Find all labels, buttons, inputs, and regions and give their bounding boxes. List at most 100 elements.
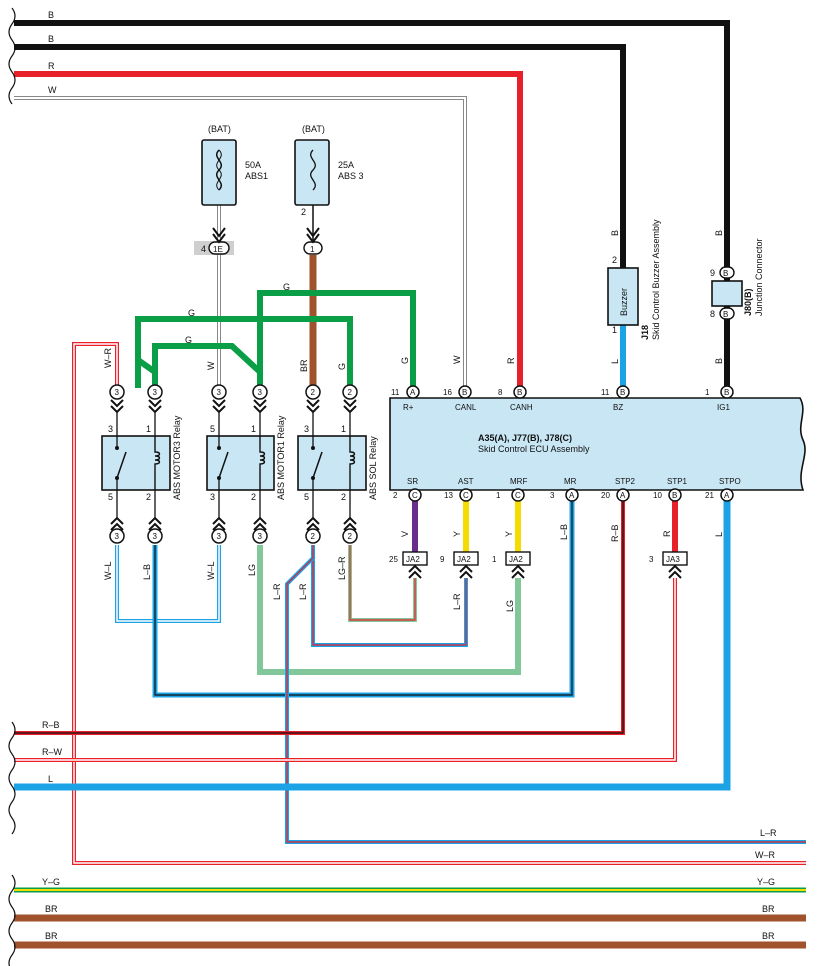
ecu-bottom-num-0: 2 — [393, 491, 398, 500]
relay-bottom-pin-1 — [147, 528, 163, 544]
ecu-top-conn-1: B — [462, 388, 467, 397]
junction-1e-pin: 4 — [201, 244, 206, 254]
fuse-abs1: (BAT) 50A ABS1 — [201, 124, 268, 206]
top-wire-b2: B — [48, 34, 54, 44]
ecu-bottom-label-1: AST — [458, 477, 474, 486]
label-l: L — [714, 532, 724, 537]
label-w-l2: W–L — [206, 561, 216, 580]
ecu-top-conn-3: B — [620, 388, 625, 397]
ja-chevron-1 — [459, 564, 473, 579]
ecu-bottom-label-3: MR — [564, 477, 577, 486]
relay-top-chevron-4 — [306, 399, 320, 414]
relay-bottom-chevron-1 — [148, 516, 162, 531]
relay-0-tp0: 3 — [108, 424, 113, 434]
relay-top-pin-4-label: 2 — [311, 388, 316, 397]
ecu-bottom-label-5: STP1 — [667, 477, 688, 486]
label-right-yg: Y–G — [757, 877, 775, 887]
relay-bottom-pin-2-label: 3 — [217, 532, 222, 541]
relay-bottom-pin-0 — [109, 528, 125, 544]
relay-1-bp1: 2 — [251, 492, 256, 502]
ecu-top-label-0: R+ — [403, 403, 414, 412]
buzzer-pin-top: 2 — [612, 255, 617, 265]
label-l-bz: L — [610, 359, 620, 364]
ecu-bottom-pin-3 — [565, 488, 579, 502]
relay-bottom-pin-4-label: 2 — [311, 532, 316, 541]
ecu-top-pin-0 — [406, 385, 420, 399]
ecu-bottom-conn-6: A — [724, 491, 730, 500]
junction-1: 1 — [303, 227, 323, 255]
relay-top-pin-4 — [305, 384, 321, 400]
relay-2-tp1: 1 — [341, 424, 346, 434]
wire-g-sol — [135, 316, 353, 388]
relay-2-bp1: 2 — [341, 492, 346, 502]
ecu-top-pin-2 — [513, 385, 527, 399]
relay-bottom-pin-0-label: 3 — [115, 532, 120, 541]
relay-2-name: ABS SOL Relay — [368, 436, 378, 500]
relay-bottom-chevron-3 — [253, 516, 267, 531]
label-left-br1: BR — [45, 904, 58, 914]
ja-connector-0-id: JA2 — [406, 555, 420, 564]
relay-top-chevron-3 — [253, 399, 267, 414]
label-v: V — [400, 531, 410, 537]
relay-top-chevron-0 — [110, 399, 124, 414]
relay-top-pin-1 — [147, 384, 163, 400]
ecu-top-conn-2: B — [517, 388, 522, 397]
label-right-br1: BR — [762, 904, 775, 914]
fuse-abs3-rating: 25A — [338, 160, 354, 170]
wire-g-motor — [152, 343, 263, 388]
relay-bottom-pin-3-label: 3 — [258, 532, 263, 541]
jc-id: J80(B) — [743, 288, 753, 316]
label-left-rb: R–B — [42, 720, 60, 730]
ecu-top-num-3: 11 — [601, 388, 610, 397]
ecu-bottom-conn-4: A — [620, 491, 626, 500]
junction-1e: 4 1E — [194, 227, 234, 255]
ecu-bottom-label-2: MRF — [510, 477, 527, 486]
ecu-top-label-2: CANH — [510, 403, 533, 412]
relay-top-pin-5-label: 2 — [348, 388, 353, 397]
relay-bottom-chevron-0 — [110, 516, 124, 531]
label-lg-r: LG–R — [337, 556, 347, 580]
relay-0-tp1: 1 — [146, 424, 151, 434]
buzzer-assembly: 2 Buzzer 1 J18 Skid Control Buzzer Assem… — [607, 219, 661, 340]
relay-top-pin-3 — [252, 384, 268, 400]
ecu-assembly: A35(A), J77(B), J78(C) Skid Control ECU … — [389, 397, 806, 491]
relay-top-pin-2 — [211, 384, 227, 400]
ecu-top-label-4: IG1 — [717, 403, 730, 412]
ecu-top-conn-4: B — [724, 388, 729, 397]
relay-bottom-pin-1-label: 3 — [153, 532, 158, 541]
wire-r-w — [14, 578, 676, 761]
ecu-subtitle: Skid Control ECU Assembly — [478, 444, 590, 454]
relay-1-bp0: 3 — [210, 492, 215, 502]
relay-2-bp0: 5 — [304, 492, 309, 502]
ecu-bottom-pin-5 — [668, 488, 682, 502]
relay-bottom-pin-2 — [211, 528, 227, 544]
ecu-bottom-conn-0: C — [412, 491, 418, 500]
ecu-bottom-conn-3: A — [569, 491, 575, 500]
jc-name: Junction Connector — [754, 238, 764, 316]
buzzer-pin-bottom: 1 — [612, 325, 617, 335]
ja-connector-2-num: 1 — [492, 555, 497, 564]
relay-0-name: ABS MOTOR3 Relay — [172, 415, 182, 500]
ecu-top-num-0: 11 — [391, 388, 400, 397]
ecu-bottom-pin-0 — [408, 488, 422, 502]
label-l-b1: L–B — [142, 564, 152, 580]
label-right-br2: BR — [762, 931, 775, 941]
ecu-bottom-pin-2 — [511, 488, 525, 502]
ecu-bottom-conn-1: C — [463, 491, 469, 500]
label-r-canh: R — [506, 357, 516, 364]
label-w-canl: W — [452, 355, 462, 364]
label-r-b: R–B — [610, 524, 620, 542]
ja-connector-3-id: JA3 — [666, 555, 680, 564]
ecu-bottom-conn-2: C — [515, 491, 521, 500]
wire-labels: B B R W G G G W BR G G W R L B B B W–R W… — [42, 10, 777, 941]
label-r: R — [662, 530, 672, 537]
fuse-abs1-source: (BAT) — [208, 124, 231, 134]
buzzer-id: J18 — [640, 325, 650, 340]
fuse-abs1-rating: 50A — [245, 160, 261, 170]
fuse-abs1-name: ABS1 — [245, 171, 268, 181]
label-left-br2: BR — [45, 931, 58, 941]
ecu-bottom-num-4: 20 — [601, 491, 610, 500]
